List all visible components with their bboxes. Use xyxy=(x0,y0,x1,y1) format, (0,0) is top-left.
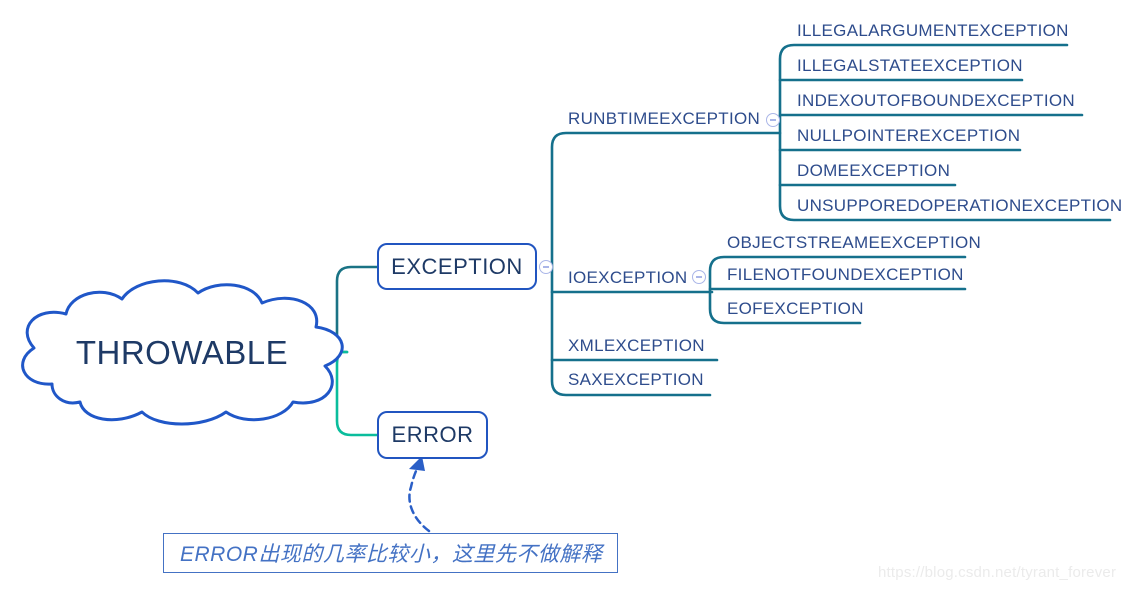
topic-objectstreameexception[interactable]: OBJECTSTREAMEEXCEPTION xyxy=(727,233,982,252)
topic-ioexception[interactable]: IOEXCEPTION xyxy=(568,268,688,287)
topic-illegalargumentexception[interactable]: ILLEGALARGUMENTEXCEPTION xyxy=(797,21,1069,40)
connector-root-error xyxy=(335,350,379,437)
root-topic-throwable[interactable]: THROWABLE xyxy=(75,334,289,371)
topic-exception[interactable]: EXCEPTION xyxy=(377,243,537,290)
collapse-icon[interactable] xyxy=(692,270,706,284)
note-arrow-dashed-line xyxy=(408,463,431,533)
topic-nullpointerexception[interactable]: NULLPOINTEREXCEPTION xyxy=(797,126,1021,145)
connector-root-exception xyxy=(335,265,379,354)
collapse-icon[interactable] xyxy=(539,260,553,274)
topic-filenotfoundexception[interactable]: FILENOTFOUNDEXCEPTION xyxy=(727,265,964,284)
minus-icon xyxy=(696,276,702,278)
topic-illegalstateexception[interactable]: ILLEGALSTATEEXCEPTION xyxy=(797,56,1023,75)
note-arrow-head xyxy=(409,456,425,471)
note-text: ERROR出现的几率比较小，这里先不做解释 xyxy=(180,543,603,566)
note-callout[interactable]: ERROR出现的几率比较小，这里先不做解释 xyxy=(163,533,618,573)
watermark-url: https://blog.csdn.net/tyrant_forever xyxy=(878,564,1117,581)
cloud-shape[interactable] xyxy=(21,279,344,426)
collapse-icon[interactable] xyxy=(766,113,780,127)
minus-icon xyxy=(770,119,776,121)
topic-saxexception[interactable]: SAXEXCEPTION xyxy=(568,370,704,389)
topic-exception-label: EXCEPTION xyxy=(391,253,523,279)
topic-runbtimeexception[interactable]: RUNBTIMEEXCEPTION xyxy=(568,109,761,128)
minus-icon xyxy=(543,266,549,268)
topic-xmlexception[interactable]: XMLEXCEPTION xyxy=(568,336,705,355)
topic-error-label: ERROR xyxy=(391,422,474,447)
connector-runbtime-children xyxy=(778,43,1112,222)
topic-indexoutofboundexception[interactable]: INDEXOUTOFBOUNDEXCEPTION xyxy=(797,91,1075,110)
topic-unsupporedoperationexception[interactable]: UNSUPPOREDOPERATIONEXCEPTION xyxy=(797,196,1123,215)
topic-error[interactable]: ERROR xyxy=(377,411,488,459)
topic-domeexception[interactable]: DOMEEXCEPTION xyxy=(797,161,951,180)
topic-eofexception[interactable]: EOFEXCEPTION xyxy=(727,299,864,318)
